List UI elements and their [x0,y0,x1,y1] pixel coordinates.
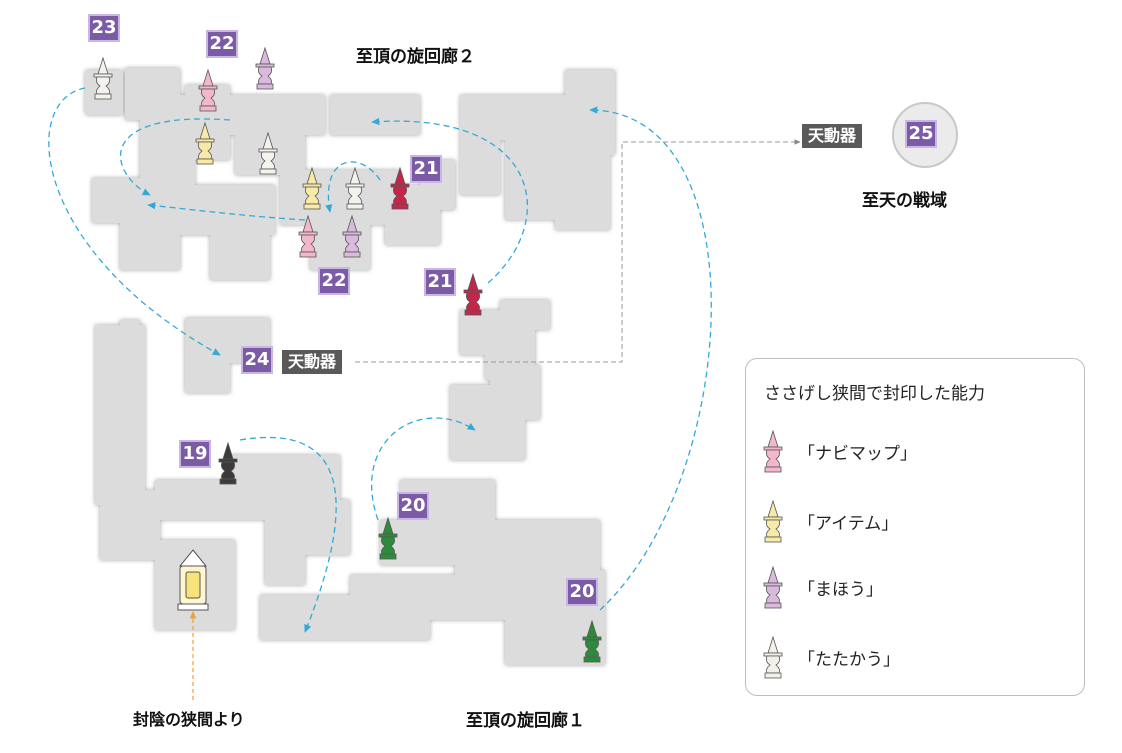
legend-item-fight: 「たたかう」 [758,635,1058,679]
legend-panel: ささげし狭間で封印した能力 「ナビマップ」 「アイテム」 「まほう」 「たたかう… [745,358,1085,696]
upper-floor [85,68,615,460]
badge-23[interactable]: 23 [88,14,120,42]
legend-item-item: 「アイテム」 [758,499,1058,543]
crystal-pink-icon[interactable] [198,69,218,112]
badge-20-left[interactable]: 20 [397,492,429,520]
area-title: 至天の戦域 [862,191,947,211]
badge-22-bottom[interactable]: 22 [318,267,350,295]
badge-24[interactable]: 24 [241,346,273,374]
device-tag-upper[interactable]: 天動器 [802,124,863,148]
crystal-yellow-icon [763,500,783,543]
crystal-purple-icon [763,566,783,609]
legend-item-navimap: 「ナビマップ」 [758,429,1058,473]
crystal-dark-icon[interactable] [218,442,238,485]
route-lines [48,87,712,633]
crystal-purple-icon[interactable] [255,47,275,90]
badge-21-top[interactable]: 21 [410,155,442,183]
legend-label-navimap: 「ナビマップ」 [798,444,917,464]
title-upper-floor: 至頂の旋回廊２ [356,47,475,67]
crystal-white-icon [763,636,783,679]
device-link-line [355,139,801,363]
badge-19[interactable]: 19 [179,440,211,468]
legend-label-item: 「アイテム」 [798,514,899,534]
save-point-icon[interactable] [177,549,209,611]
badge-22-top[interactable]: 22 [206,30,238,58]
badge-21-bottom[interactable]: 21 [424,268,456,296]
legend-item-magic: 「まほう」 [758,565,1058,609]
title-lower-floor: 至頂の旋回廊１ [466,711,585,731]
badge-25[interactable]: 25 [905,120,937,148]
legend-title: ささげし狭間で封印した能力 [764,384,985,404]
crystal-red-icon[interactable] [463,273,483,316]
crystal-pink-icon [763,430,783,473]
badge-20-right[interactable]: 20 [566,578,598,606]
device-tag-lower[interactable]: 天動器 [282,350,343,374]
entrance-label: 封陰の狭間より [133,710,245,729]
legend-label-magic: 「まほう」 [798,580,883,600]
legend-label-fight: 「たたかう」 [798,650,900,670]
crystal-white-icon[interactable] [93,57,113,100]
